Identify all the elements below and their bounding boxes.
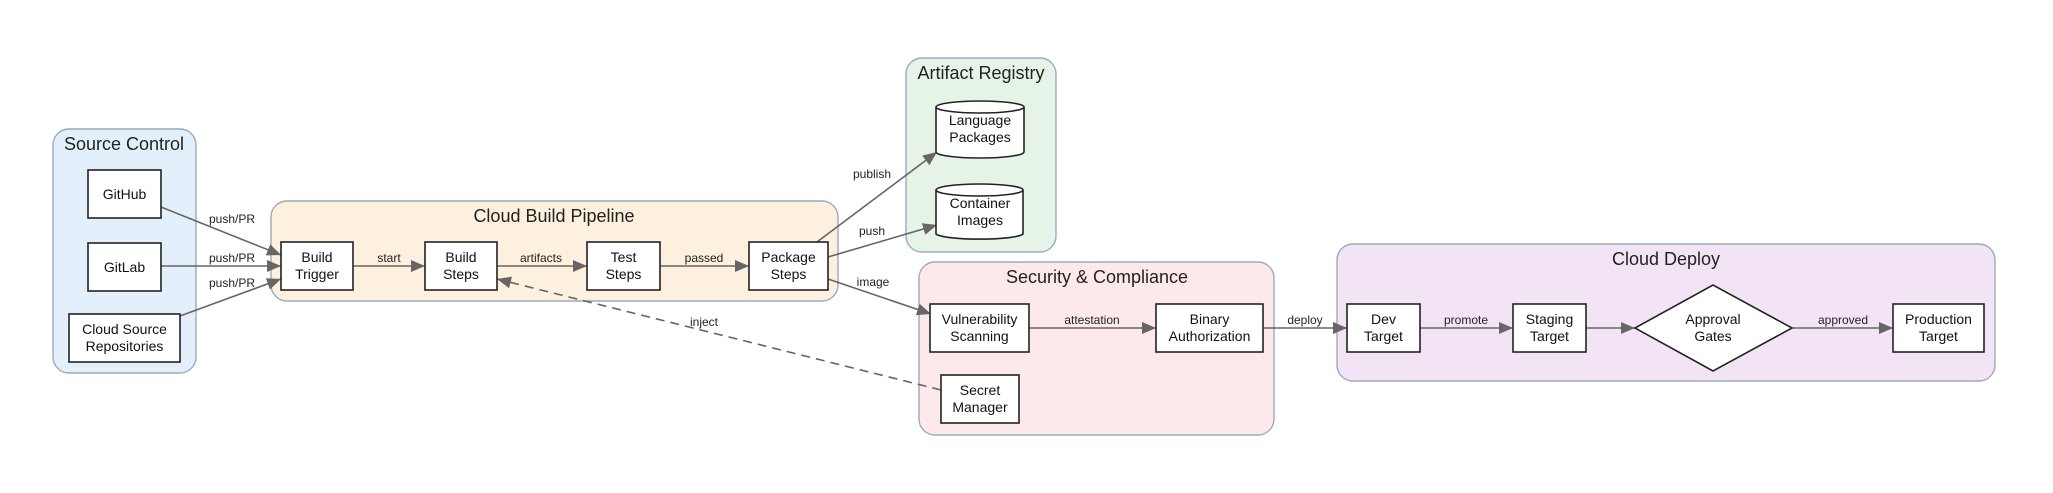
node-build-steps[interactable]: Build Steps [424, 241, 498, 291]
node-label-line1: Package [761, 249, 816, 265]
edge-label-package-vuln: image [857, 275, 890, 289]
node-approval-gates[interactable]: Approval Gates [1633, 284, 1794, 372]
node-label-line2: Authorization [1169, 328, 1251, 344]
edge-label-vuln-binary: attestation [1064, 313, 1119, 327]
edge-label-secret-build: inject [690, 315, 719, 329]
node-label-line1: Staging [1526, 311, 1573, 327]
node-cloud-source-repositories[interactable]: Cloud Source Repositories [68, 313, 181, 363]
node-label-line2: Steps [606, 266, 642, 282]
edge-label-csr-trigger: push/PR [209, 276, 255, 290]
node-label-line1: Build [301, 249, 332, 265]
edge-label-dev-staging: promote [1444, 313, 1488, 327]
node-test-steps[interactable]: Test Steps [586, 241, 661, 291]
node-label: GitLab [104, 259, 145, 275]
cluster-title-pipeline: Cloud Build Pipeline [473, 206, 634, 226]
node-package-steps[interactable]: Package Steps [748, 241, 829, 291]
node-label-line2: Packages [949, 129, 1010, 145]
node-label-line2: Target [1919, 328, 1958, 344]
node-label-line1: Secret [960, 382, 1001, 398]
edge-package-container [827, 223, 938, 258]
node-label-line1: Cloud Source [82, 321, 167, 337]
edge-github-trigger [160, 206, 282, 256]
edge-label-package-container: push [859, 224, 885, 238]
node-label-line2: Gates [1694, 328, 1731, 344]
node-label-line2: Trigger [295, 266, 339, 282]
node-label: GitHub [103, 186, 147, 202]
edge-label-test-package: passed [685, 251, 724, 265]
node-build-trigger[interactable]: Build Trigger [280, 241, 354, 291]
node-secret-manager[interactable]: Secret Manager [940, 374, 1020, 424]
node-label-line2: Target [1364, 328, 1403, 344]
node-label-line2: Steps [443, 266, 479, 282]
node-label-line1: Test [611, 249, 637, 265]
node-vulnerability-scanning[interactable]: Vulnerability Scanning [929, 303, 1030, 353]
edge-package-language [816, 151, 938, 243]
node-binary-authorization[interactable]: Binary Authorization [1155, 303, 1264, 353]
edge-label-gitlab-trigger: push/PR [209, 251, 255, 265]
node-dev-target[interactable]: Dev Target [1346, 303, 1421, 353]
edges: push/PR push/PR push/PR start artifacts … [160, 151, 1893, 391]
edge-label-build-test: artifacts [520, 251, 562, 265]
node-label-line1: Build [445, 249, 476, 265]
node-label-line1: Binary [1190, 311, 1230, 327]
edge-label-trigger-build: start [377, 251, 401, 265]
cluster-title-artifact-registry: Artifact Registry [917, 63, 1044, 83]
node-staging-target[interactable]: Staging Target [1512, 303, 1587, 353]
node-label-line2: Manager [952, 399, 1008, 415]
node-language-packages[interactable]: Language Packages [935, 100, 1025, 159]
node-label-line1: Container [950, 195, 1011, 211]
edge-label-package-language: publish [853, 167, 891, 181]
node-label-line1: Approval [1685, 311, 1740, 327]
node-production-target[interactable]: Production Target [1892, 303, 1985, 353]
cluster-pipeline: Cloud Build Pipeline [270, 200, 839, 302]
node-label-line2: Repositories [86, 338, 164, 354]
node-github[interactable]: GitHub [87, 169, 162, 219]
node-label-line1: Production [1905, 311, 1972, 327]
edge-secret-build [496, 276, 942, 391]
edge-label-gates-production: approved [1818, 313, 1868, 327]
node-label-line1: Dev [1371, 311, 1396, 327]
node-label-line1: Language [949, 112, 1012, 128]
edge-csr-trigger [179, 278, 282, 317]
node-label-line2: Images [957, 212, 1003, 228]
edge-label-binary-dev: deploy [1287, 313, 1322, 327]
node-label-line2: Target [1530, 328, 1569, 344]
edge-label-github-trigger: push/PR [209, 212, 255, 226]
node-gitlab[interactable]: GitLab [87, 242, 162, 292]
edge-package-vuln [827, 278, 932, 316]
node-container-images[interactable]: Container Images [935, 183, 1024, 240]
node-label-line2: Scanning [950, 328, 1008, 344]
cluster-title-cloud-deploy: Cloud Deploy [1612, 249, 1720, 269]
cluster-title-security: Security & Compliance [1006, 267, 1188, 287]
node-label-line1: Vulnerability [942, 311, 1018, 327]
cluster-title-source-control: Source Control [64, 134, 184, 154]
node-label-line2: Steps [771, 266, 807, 282]
